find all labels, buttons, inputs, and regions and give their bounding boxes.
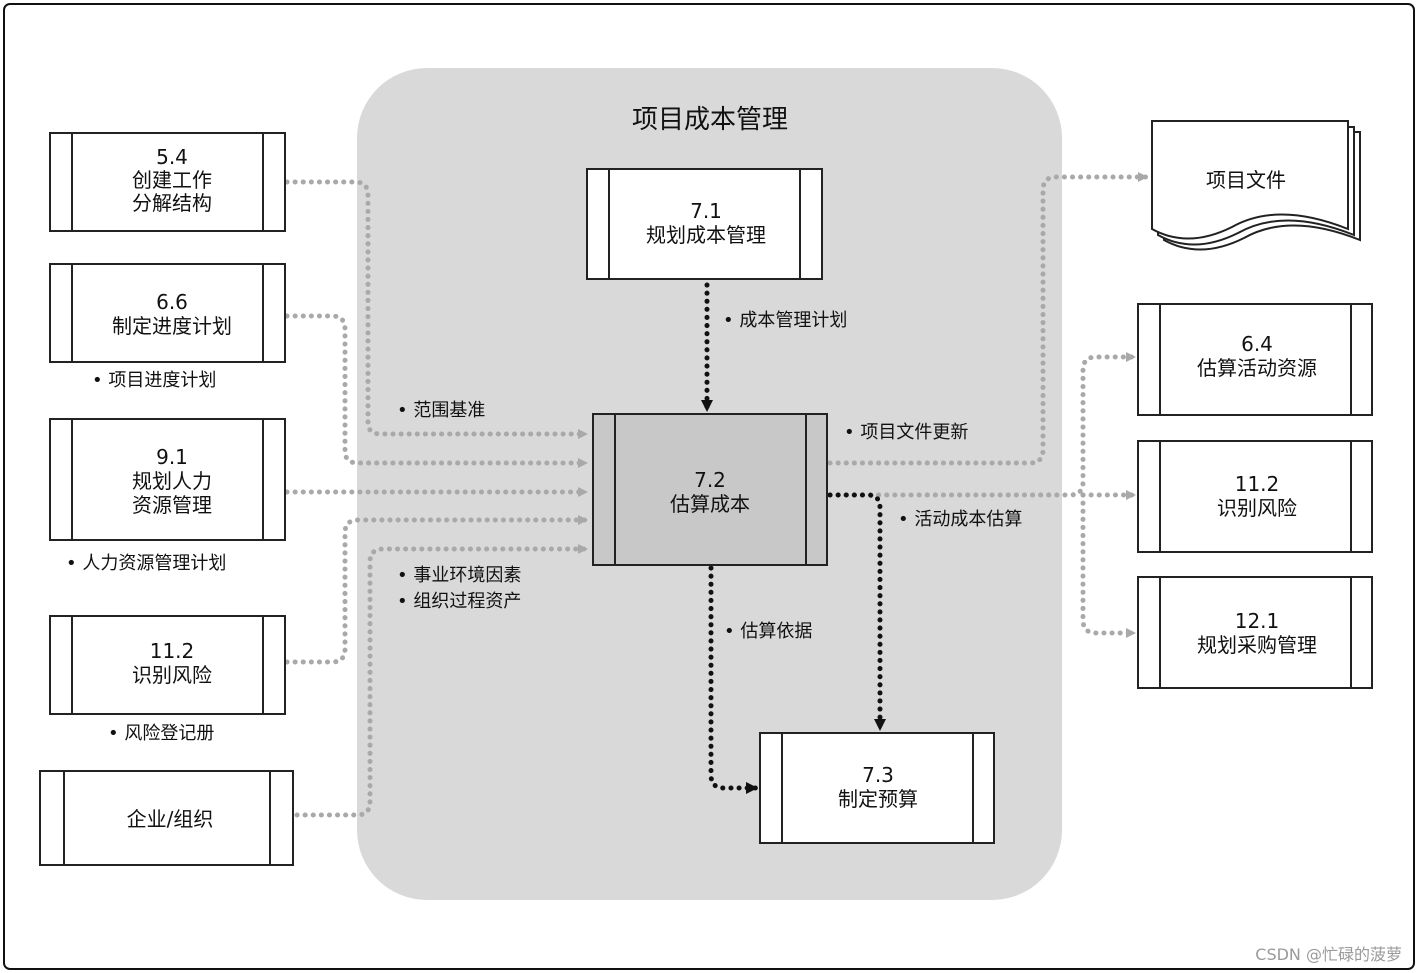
box-11-2-right: 11.2 识别风险	[1137, 440, 1373, 553]
label-hr-plan: • 人力资源管理计划	[66, 553, 226, 574]
box-7-1: 7.1 规划成本管理	[586, 168, 823, 280]
box-7-3: 7.3 制定预算	[759, 732, 995, 844]
box-7-2-number: 7.2	[694, 468, 726, 492]
project-documents-label: 项目文件	[1206, 168, 1286, 192]
label-doc-updates: • 项目文件更新	[844, 422, 968, 443]
box-enterprise-label: 企业/组织	[127, 807, 214, 831]
box-11-2-left-number: 11.2	[150, 639, 195, 663]
box-6-6-label: 制定进度计划	[112, 314, 232, 338]
box-6-4-number: 6.4	[1241, 332, 1273, 356]
box-6-6: 6.6 制定进度计划	[49, 263, 286, 363]
box-5-4: 5.4 创建工作 分解结构	[49, 132, 286, 232]
arrow-scope-baseline	[284, 179, 589, 439]
panel-title: 项目成本管理	[632, 105, 788, 135]
box-11-2-right-number: 11.2	[1235, 472, 1280, 496]
box-12-1: 12.1 规划采购管理	[1137, 576, 1373, 689]
box-9-1: 9.1 规划人力 资源管理	[49, 418, 286, 541]
box-6-4-label: 估算活动资源	[1197, 356, 1317, 380]
arrow-schedule	[284, 313, 589, 468]
outer-frame	[3, 3, 1415, 970]
arrow-to-12-1	[1080, 492, 1137, 638]
label-schedule-plan: • 项目进度计划	[92, 370, 216, 391]
box-enterprise: 企业/组织	[39, 770, 294, 866]
box-9-1-number: 9.1	[156, 445, 188, 469]
box-5-4-label1: 创建工作	[132, 168, 212, 192]
arrow-activity-estimates	[827, 492, 886, 732]
box-12-1-label: 规划采购管理	[1197, 633, 1317, 657]
arrow-risk-register	[284, 515, 589, 665]
box-11-2-right-label: 识别风险	[1217, 496, 1297, 520]
project-documents-icon: 项目文件	[1151, 120, 1361, 251]
box-11-2-left-label: 识别风险	[132, 663, 212, 687]
box-7-3-number: 7.3	[862, 763, 894, 787]
arrow-to-6-4	[827, 352, 1137, 498]
watermark: CSDN @忙碌的菠萝	[1255, 945, 1402, 964]
arrow-eef-opa	[294, 544, 589, 818]
box-11-2-left: 11.2 识别风险	[49, 615, 286, 715]
box-7-1-number: 7.1	[690, 199, 722, 223]
box-9-1-label2: 资源管理	[132, 493, 212, 517]
label-eef: • 事业环境因素	[397, 565, 521, 586]
box-5-4-number: 5.4	[156, 145, 188, 169]
label-basis-estimates: • 估算依据	[724, 621, 812, 642]
box-6-4: 6.4 估算活动资源	[1137, 303, 1373, 416]
label-activity-estimates: • 活动成本估算	[898, 509, 1022, 530]
label-scope-baseline: • 范围基准	[397, 400, 485, 421]
box-7-3-label: 制定预算	[838, 787, 918, 811]
box-7-1-label: 规划成本管理	[646, 223, 766, 247]
box-7-2-label: 估算成本	[670, 492, 750, 516]
label-risk-register: • 风险登记册	[108, 723, 214, 744]
box-6-6-number: 6.6	[156, 290, 188, 314]
label-cost-mgmt-plan: • 成本管理计划	[723, 310, 847, 331]
box-7-2: 7.2 估算成本	[592, 413, 828, 566]
box-5-4-label2: 分解结构	[132, 191, 212, 215]
box-12-1-number: 12.1	[1235, 609, 1280, 633]
box-9-1-label1: 规划人力	[132, 469, 212, 493]
arrow-basis-estimates	[708, 565, 759, 794]
label-opa: • 组织过程资产	[397, 591, 521, 612]
